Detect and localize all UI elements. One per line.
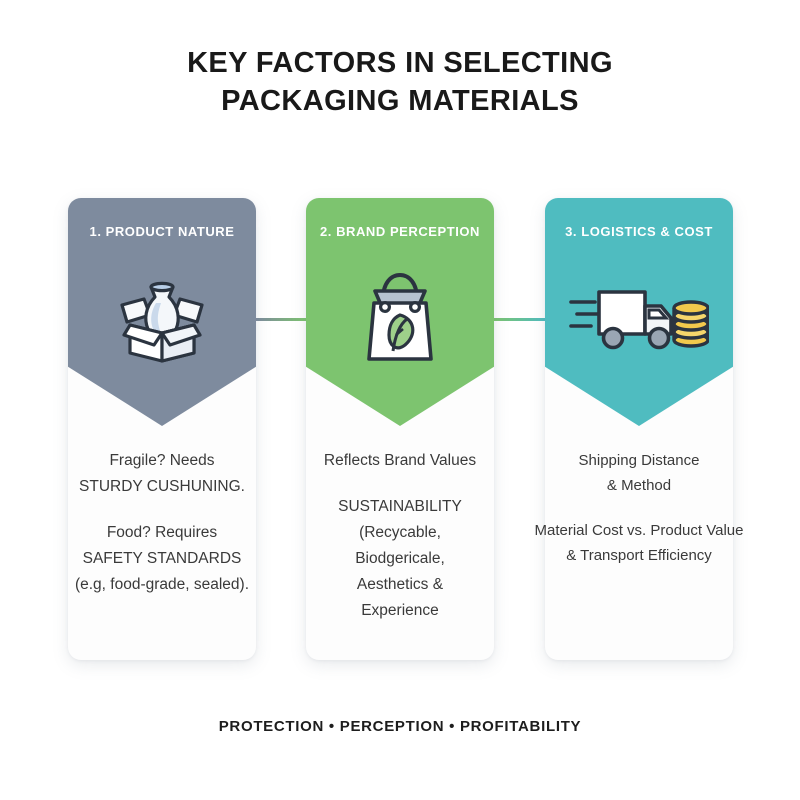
card-banner-label: 2. BRAND PERCEPTION xyxy=(320,224,480,239)
delivery-truck-coins-icon xyxy=(545,260,733,370)
factor-card-brand-perception[interactable]: 2. BRAND PERCEPTION Reflects Brand Value… xyxy=(306,198,494,660)
footer-tagline: PROTECTION • PERCEPTION • PROFITABILITY xyxy=(218,718,582,735)
fragile-vase-in-box-icon xyxy=(68,260,256,370)
card-body-text: Fragile? Needs STURDY CUSHUNING. Food? R… xyxy=(46,448,278,598)
factors-container: 1. PRODUCT NATURE Fragile? Needs xyxy=(0,198,800,668)
card-paragraph: Material Cost vs. Product Value & Transp… xyxy=(534,522,744,564)
card-paragraph: Food? Requires SAFETY STANDARDS (e.g, fo… xyxy=(74,524,250,593)
card-banner-label: 3. LOGISTICS & COST xyxy=(565,224,713,239)
page-title-line-2: PACKAGING MATERIALS xyxy=(221,85,579,117)
connector-product-to-brand xyxy=(256,318,306,321)
card-body-text: Shipping Distance & Method Material Cost… xyxy=(515,448,763,568)
factor-card-logistics-cost[interactable]: 3. LOGISTICS & COST xyxy=(535,198,743,660)
card-paragraph: Reflects Brand Values xyxy=(323,452,477,469)
eco-shopping-bag-leaf-icon xyxy=(306,260,494,370)
card-body-text: Reflects Brand Values SUSTAINABILITY (Re… xyxy=(284,448,516,624)
page-title: KEY FACTORS IN SELECTING PACKAGING MATER… xyxy=(0,44,800,120)
card-paragraph: SUSTAINABILITY (Recycable, Biodgericale,… xyxy=(338,498,462,619)
card-paragraph: Shipping Distance & Method xyxy=(578,452,700,494)
card-paragraph: Fragile? Needs STURDY CUSHUNING. xyxy=(79,452,245,495)
factor-card-product-nature[interactable]: 1. PRODUCT NATURE Fragile? Needs xyxy=(68,198,256,660)
connector-brand-to-logistics xyxy=(494,318,545,321)
card-banner-label: 1. PRODUCT NATURE xyxy=(89,224,235,239)
page-title-line-1: KEY FACTORS IN SELECTING xyxy=(187,47,613,79)
